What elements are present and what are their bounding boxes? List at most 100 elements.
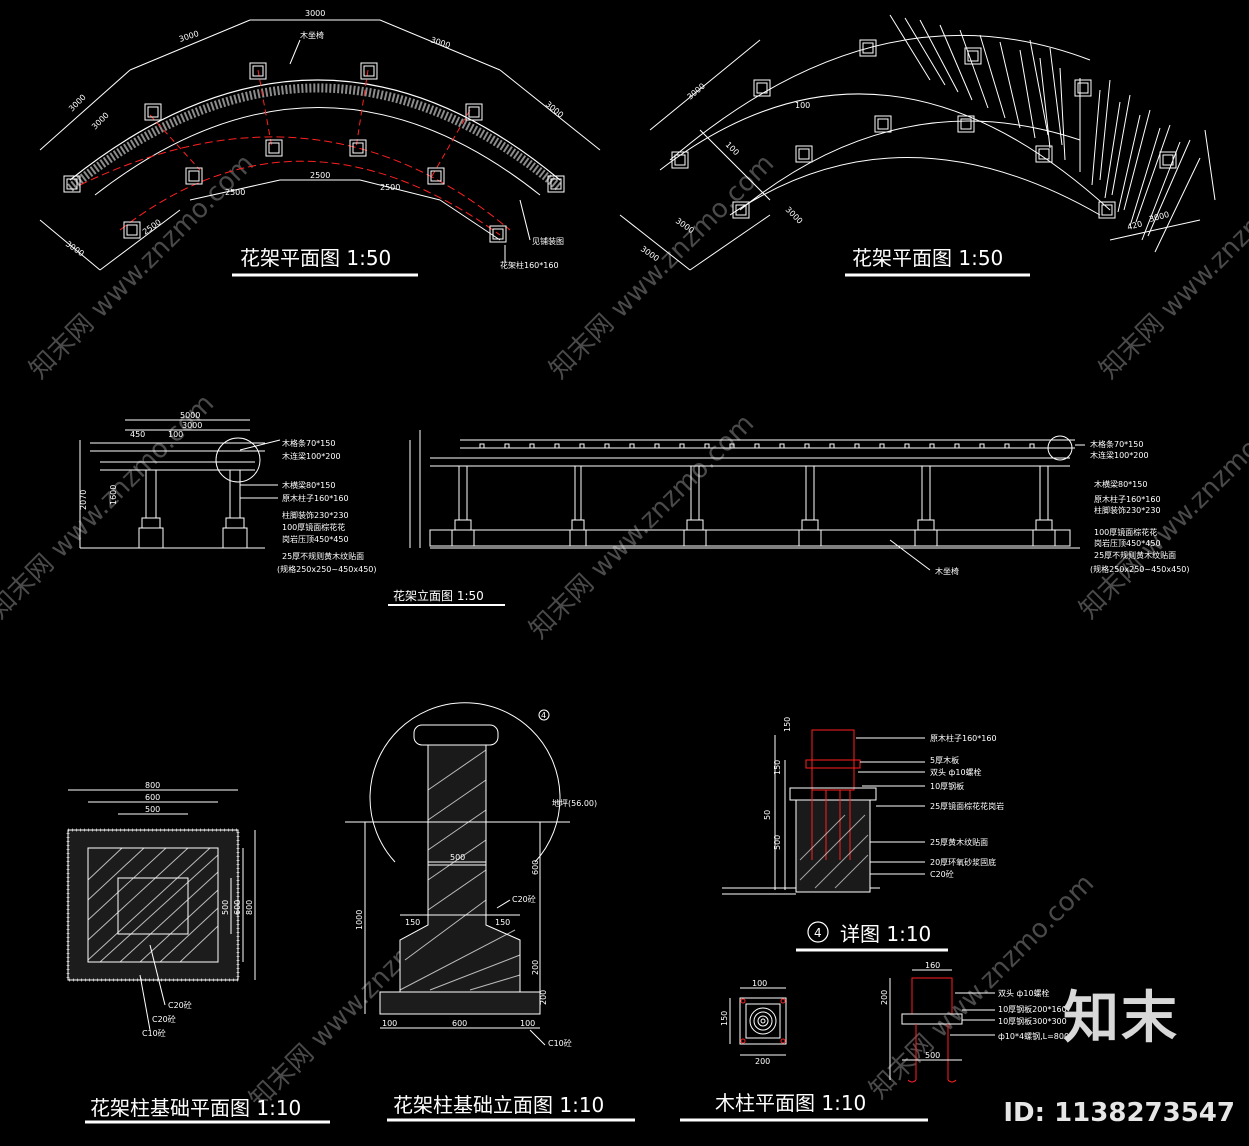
- fp-dim: 800: [245, 900, 254, 915]
- fp-label: C10砼: [142, 1028, 166, 1038]
- detail-number: 4: [814, 926, 822, 940]
- elev-label-left: 原木柱子160*160: [282, 493, 349, 503]
- fe-dim: 100: [382, 1019, 397, 1028]
- plan-a-dim: 3000: [305, 9, 325, 18]
- detail-label: 10厚钢板: [930, 781, 964, 791]
- detail-title: 详图 1:10: [840, 922, 931, 946]
- elevation-small-text: 5000 3000 450 100 2070 1600 木格条70*150 木连…: [79, 411, 377, 574]
- fe-dim: 500: [450, 853, 465, 862]
- elev-dim: 5000: [180, 411, 200, 420]
- elev-label-left: 100厚镜面棕花花: [282, 522, 345, 532]
- fe-ground: 地坪(56.00): [552, 798, 597, 808]
- column-plan-title: 木柱平面图 1:10: [715, 1091, 866, 1115]
- detail-label: 25厚镜面棕花花岗岩: [930, 801, 1004, 811]
- foundation-elev-title: 花架柱基础立面图 1:10: [393, 1093, 604, 1117]
- plan-a-dim: 3000: [64, 239, 86, 258]
- foundation-plan: [66, 789, 256, 1031]
- fp-label: C20砼: [152, 1014, 176, 1024]
- elev-dim: 100: [168, 430, 183, 439]
- detail-dim: 150: [773, 760, 782, 775]
- detail-4-text: 原木柱子160*160 5厚木板 双头 ф10螺栓 10厚钢板 25厚镜面棕花花…: [763, 717, 1004, 952]
- plan-a-label: 花架柱160*160: [500, 260, 559, 270]
- elev-label-right: 25厚不规则黄木纹贴面: [1094, 550, 1176, 560]
- cp-dim: 500: [925, 1051, 940, 1060]
- fe-dim: 600: [531, 860, 540, 875]
- elev-label-left: 25厚不规则黄木纹贴面: [282, 551, 364, 561]
- plan-b-slats: [889, 14, 1201, 253]
- fe-label: C10砼: [548, 1038, 572, 1048]
- cp-label: 10厚钢板200*160: [998, 1004, 1067, 1014]
- elev-label-right: 原木柱子160*160: [1094, 494, 1161, 504]
- foundation-plan-title: 花架柱基础平面图 1:10: [90, 1096, 301, 1120]
- elev-label-left: 木格条70*150: [282, 438, 335, 448]
- cp-label: 双头 ф10螺栓: [998, 988, 1050, 998]
- elev-long-posts: [451, 465, 1056, 547]
- column-plan: [729, 969, 995, 1083]
- column-plan-text: 100 150 200 160 500 200 双头 ф10螺栓 10厚钢板20…: [680, 961, 1069, 1122]
- fe-detail-ref: 4: [541, 711, 546, 720]
- brand-logo: 知末: [1063, 986, 1179, 1051]
- plan-b-dim: 100: [795, 101, 810, 110]
- fp-dim: 600: [145, 793, 160, 802]
- plan-b-dim: 420: [1126, 219, 1143, 232]
- plan-a-dim: 2500: [225, 188, 245, 197]
- plan-a-dim: 3000: [544, 100, 565, 120]
- elev-label-left: 木连梁100*200: [282, 451, 341, 461]
- fe-dim: 1000: [355, 910, 364, 930]
- elev-bench-label: 木坐椅: [935, 566, 959, 576]
- elevation-long-text: 木格条70*150 木连梁100*200 木横梁80*150 原木柱子160*1…: [388, 439, 1190, 606]
- document-id: ID: 1138273547: [1003, 1098, 1235, 1128]
- plan-b-dim: 3000: [1148, 210, 1170, 224]
- cp-dim: 200: [880, 990, 889, 1005]
- elev-label-right: 木横梁80*150: [1094, 479, 1147, 489]
- plan-a-posts: [63, 62, 565, 243]
- detail-label: 20厚环氧砂浆固底: [930, 857, 996, 867]
- fp-label: C20砼: [168, 1000, 192, 1010]
- plan-b-posts: [671, 39, 1177, 219]
- fp-dim: 600: [233, 900, 242, 915]
- watermark: 知末网 www.znzmo.com: [1094, 149, 1249, 385]
- cp-label: ф10*4螺钢,L=800: [998, 1031, 1069, 1041]
- detail-label: 25厚黄木纹贴面: [930, 837, 988, 847]
- plan-a-dim: 3000: [178, 29, 200, 44]
- cp-dim: 150: [720, 1011, 729, 1026]
- plan-a-title: 花架平面图 1:50: [240, 246, 391, 270]
- elev-label-right: 木格条70*150: [1090, 439, 1143, 449]
- elev-label-left: 岗岩压顶450*450: [282, 534, 349, 544]
- detail-dim: 50: [763, 810, 772, 820]
- plan-a-dim: 2500: [380, 183, 400, 192]
- elev-dim: 3000: [182, 421, 202, 430]
- plan-b-title: 花架平面图 1:50: [852, 246, 1003, 270]
- cp-dim: 200: [755, 1057, 770, 1066]
- plan-a-label: 见铺装图: [532, 236, 564, 246]
- cp-dim: 100: [752, 979, 767, 988]
- fe-dim: 200: [531, 960, 540, 975]
- elev-label-left: 木横梁80*150: [282, 480, 335, 490]
- foundation-plan-text: 800 600 500 500 600 800 C20砼 C20砼 C10砼 花…: [85, 781, 330, 1124]
- fp-dim: 500: [221, 900, 230, 915]
- fe-dim: 600: [452, 1019, 467, 1028]
- elev-label-left: 柱脚装饰230*230: [282, 510, 349, 520]
- detail-dim: 500: [773, 835, 782, 850]
- elevation-title: 花架立面图 1:50: [393, 588, 484, 603]
- elev-dim: 1600: [109, 485, 118, 505]
- elev-label-right: 柱脚装饰230*230: [1094, 505, 1161, 515]
- elev-dim: 2070: [79, 490, 88, 510]
- elev-label-right: 木连梁100*200: [1090, 450, 1149, 460]
- elevation-long: [409, 430, 1085, 571]
- fe-dim: 150: [405, 918, 420, 927]
- fe-label: C20砼: [512, 894, 536, 904]
- elev-label-right: 岗岩压顶450*450: [1094, 538, 1161, 548]
- fp-dim: 500: [145, 805, 160, 814]
- plan-a-dim: 3000: [90, 111, 111, 132]
- foundation-elev-text: 地坪(56.00) 500 600 150 150 200 1000 100 6…: [355, 709, 635, 1122]
- elev-label-right: 100厚镜面棕花花: [1094, 527, 1157, 537]
- elev-long-slats: [479, 443, 1035, 449]
- elevation-small: [79, 419, 281, 549]
- detail-dim: 150: [783, 717, 792, 732]
- elev-label-left: (规格250x250~450x450): [277, 564, 377, 574]
- detail-label: 5厚木板: [930, 755, 959, 765]
- plan-b-dim: 3000: [784, 205, 805, 226]
- cp-dim: 160: [925, 961, 940, 970]
